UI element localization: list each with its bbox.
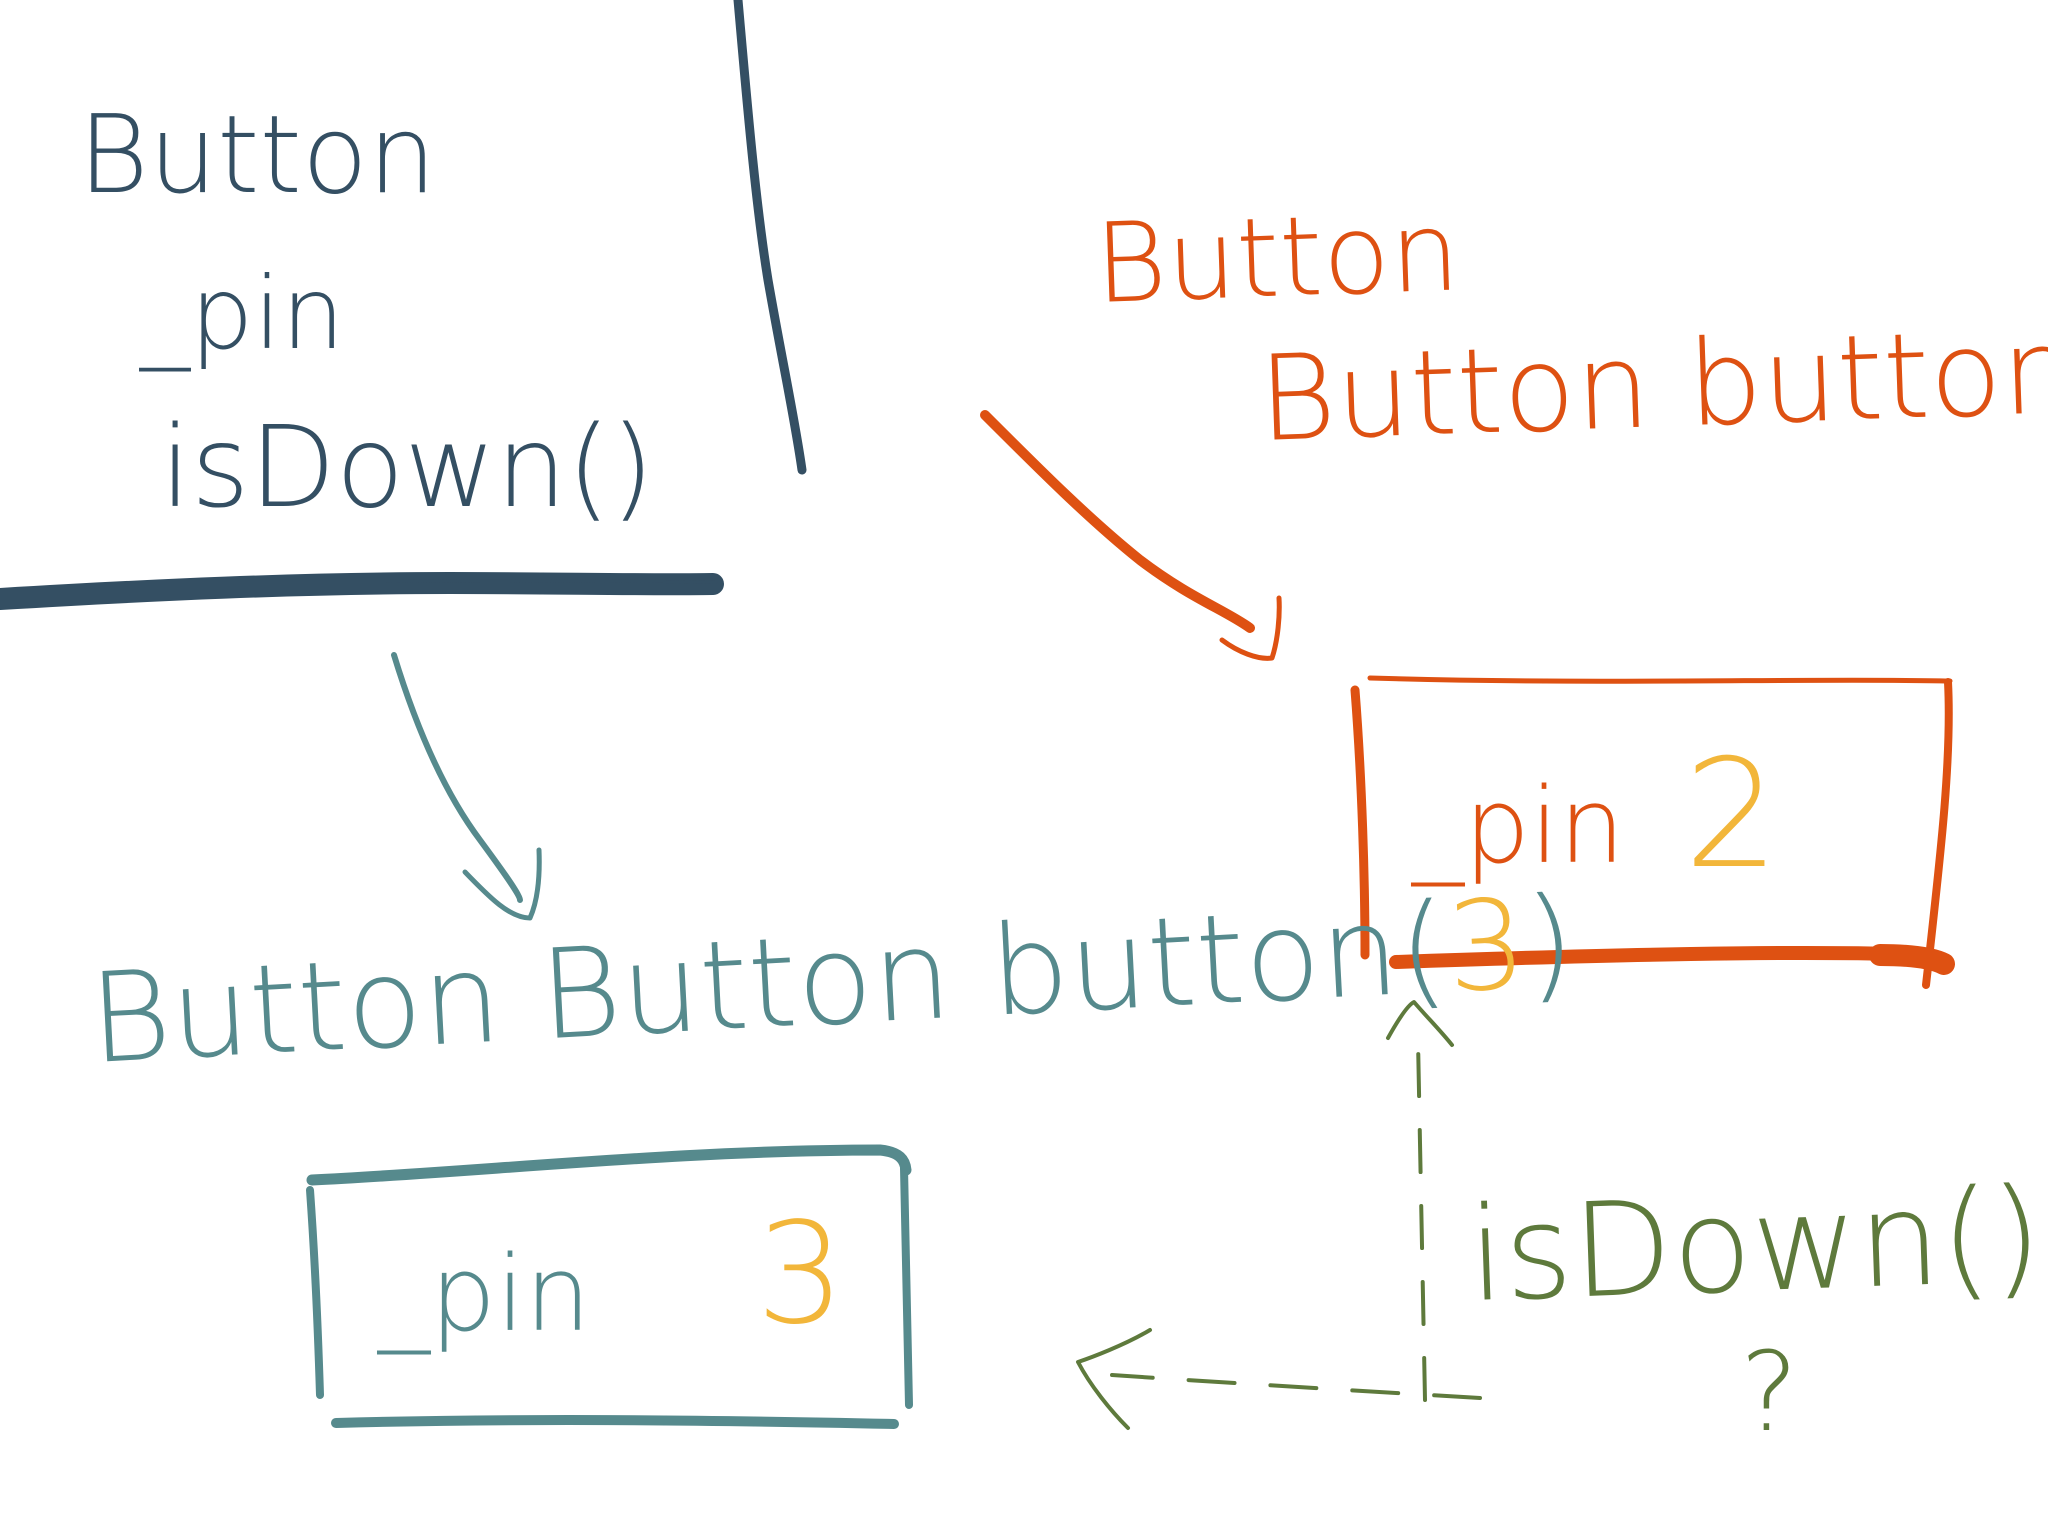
- class-name-label: Button: [78, 93, 436, 218]
- dashed-arrow-up-head: [1386, 1000, 1454, 1047]
- instance-3-member-label: _pin: [376, 1233, 591, 1355]
- arrow-shaft: [980, 410, 1255, 633]
- instance-3-box-left: [306, 1186, 324, 1399]
- class-box-right-border: [733, 0, 807, 475]
- instance-3-value: 3: [756, 1193, 845, 1356]
- dashed-arrow-left: [1110, 1373, 1482, 1400]
- arrow-to-instance-3: [391, 652, 542, 921]
- instance-3-declaration-suffix: ): [1522, 870, 1578, 1016]
- instance-3-box-bottom: [331, 1415, 899, 1429]
- instance-2-declaration: Button button(2): [1256, 296, 2048, 468]
- class-definition: Button _pin isDown(): [0, 0, 807, 610]
- arrow-to-instance-2: [980, 410, 1282, 661]
- arrow-shaft: [391, 652, 523, 903]
- instance-2: Button Button button(2) _pin 2: [1092, 187, 2048, 989]
- instance-2-box-bottom-cap: [1869, 944, 1955, 975]
- class-method-label: isDown(): [160, 403, 654, 533]
- instance-2-value: 2: [1684, 728, 1779, 902]
- instance-3-declaration: Button Button button(3): [86, 870, 1578, 1092]
- instance-3-class-label: Button: [86, 927, 504, 1092]
- instance-2-box-left: [1350, 685, 1370, 960]
- method-call: isDown() ?: [1076, 1000, 2045, 1456]
- instance-3-box-right: [900, 1164, 913, 1409]
- instance-3-declaration-prefix: Button button(: [536, 877, 1451, 1068]
- method-call-label: isDown(): [1466, 1159, 2045, 1331]
- arrowhead: [462, 847, 542, 921]
- dashed-arrow-left-head: [1076, 1328, 1152, 1430]
- instance-2-box-right: [1922, 678, 1953, 989]
- instance-3-box-top: [306, 1144, 912, 1186]
- method-call-question: ?: [1740, 1328, 1798, 1456]
- dashed-arrow-up: [1416, 1038, 1427, 1402]
- class-box-bottom-border-taper: [378, 579, 718, 584]
- instance-2-member-label: _pin: [1410, 765, 1625, 887]
- instance-3-argument: 3: [1443, 873, 1529, 1021]
- instance-2-box-top: [1367, 675, 1953, 684]
- instance-3: Button Button button(3) _pin 3: [86, 870, 1578, 1429]
- instance-2-class-label: Button: [1092, 187, 1461, 328]
- class-box-bottom-border: [0, 572, 724, 610]
- arrowhead: [1219, 595, 1282, 661]
- class-member-label: _pin: [139, 255, 345, 372]
- instance-2-declaration-prefix: Button button(: [1256, 300, 2048, 468]
